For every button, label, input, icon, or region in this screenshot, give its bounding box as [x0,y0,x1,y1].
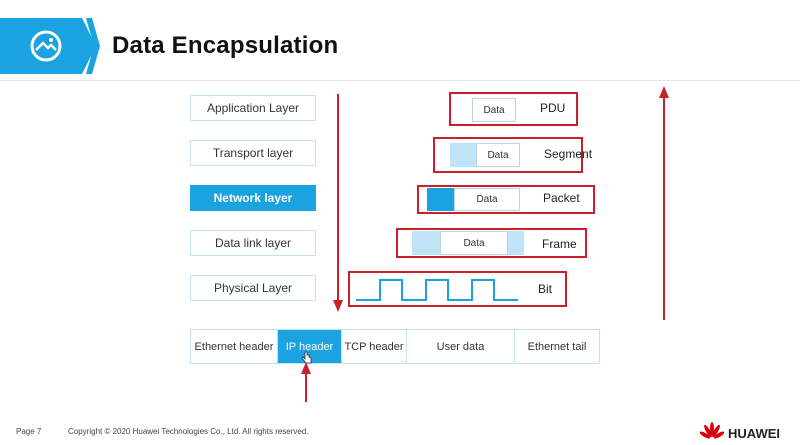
ip-header-cell [427,188,454,211]
layer-label: Application Layer [206,101,300,115]
field-label: Ethernet tail [527,340,587,353]
ethernet-header-cell [412,231,440,255]
pointer-arrow-icon [301,362,311,402]
pdu-label: Segment [544,147,593,161]
field-label: TCP header [344,340,404,353]
pdu-data-cell: Data [440,231,508,255]
pdu-label: PDU [540,101,566,115]
huawei-flower-icon [700,422,724,439]
bit-waveform [356,279,518,301]
pdu-label: Packet [543,191,580,205]
pdu-data-cell: Data [472,98,516,122]
page-title: Data Encapsulation [112,32,339,59]
frame-field-strip: Ethernet header IP header TCP header Use… [190,329,600,364]
layer-application: Application Layer [190,95,316,121]
field-label: IP header [285,340,334,353]
page-number: Page 7 [16,427,42,436]
layer-physical: Physical Layer [190,275,316,301]
layer-label: Transport layer [212,146,294,160]
field-tcp-header: TCP header [342,330,407,363]
pdu-label: Bit [538,282,553,296]
layer-label: Physical Layer [213,281,293,295]
copyright-text: Copyright © 2020 Huawei Technologies Co.… [68,427,309,436]
up-arrow-icon [659,86,669,320]
layer-transport: Transport layer [190,140,316,166]
pdu-data-text: Data [487,149,509,161]
tcp-header-cell [450,143,476,167]
image-icon [0,18,100,74]
down-arrow-icon [333,94,343,312]
layer-label: Network layer [213,191,293,205]
ethernet-tail-cell [508,231,524,255]
field-ethernet-header: Ethernet header [191,330,278,363]
title-divider [0,80,800,81]
field-label: User data [436,340,485,353]
field-label: Ethernet header [194,340,274,353]
field-user-data: User data [407,330,515,363]
pdu-data-cell: Data [454,188,520,211]
pdu-data-cell: Data [476,143,520,167]
pdu-label: Frame [542,237,577,251]
field-ethernet-tail: Ethernet tail [515,330,599,363]
hand-cursor-icon [301,351,312,364]
brand-name: HUAWEI [728,426,780,441]
layer-network: Network layer [190,185,316,211]
layer-data-link: Data link layer [190,230,316,256]
pdu-data-text: Data [476,194,498,205]
pdu-data-text: Data [483,104,505,116]
layer-label: Data link layer [214,236,292,250]
pdu-data-text: Data [463,237,485,249]
slide-header [0,0,800,82]
